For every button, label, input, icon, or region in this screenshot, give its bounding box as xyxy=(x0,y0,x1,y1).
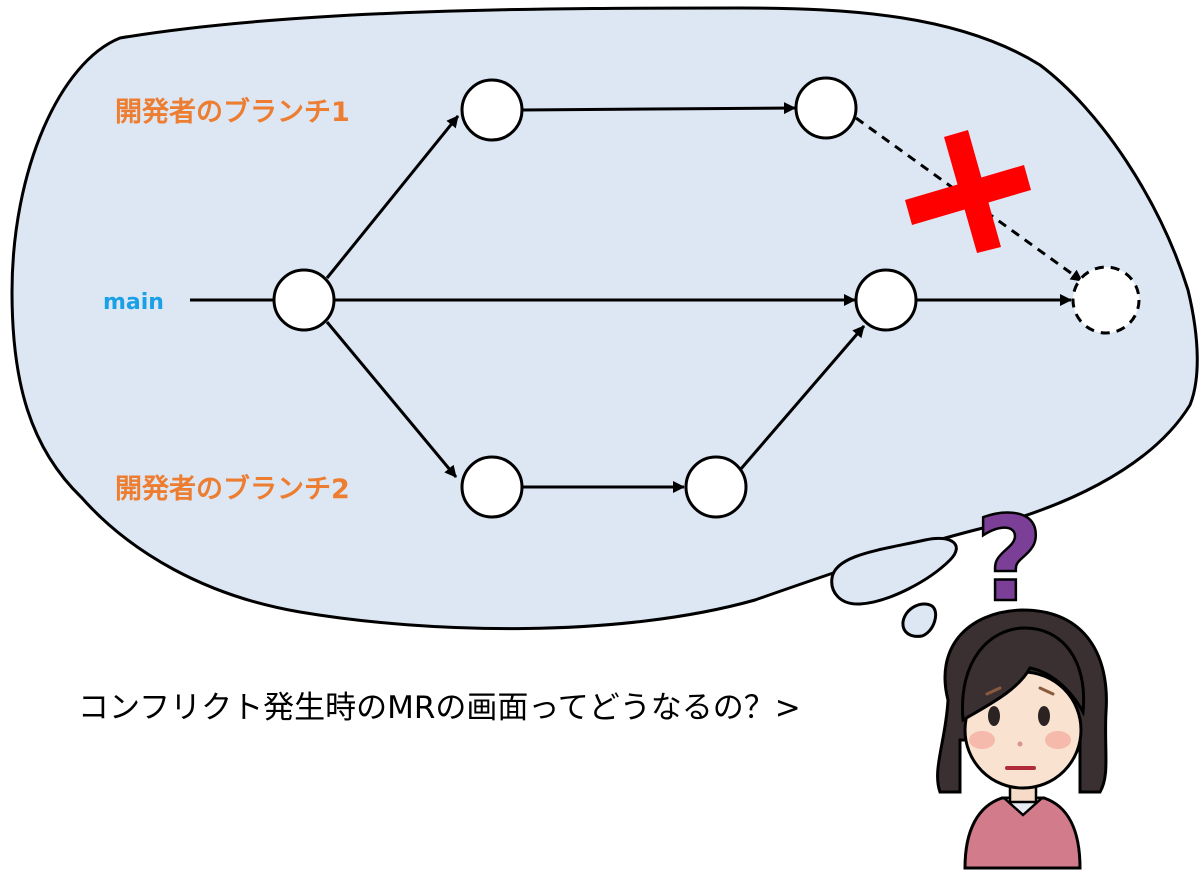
hair-bangs xyxy=(961,626,1086,723)
eyebrow-right xyxy=(1038,686,1055,696)
edge-main-to-dev2 xyxy=(325,321,458,478)
caption-text: コンフリクト発生時のMRの画面ってどうなるの？> xyxy=(78,690,801,726)
dev2-commit-node-2 xyxy=(684,455,748,519)
thought-bubble xyxy=(10,6,1199,631)
edge-main-to-dev1 xyxy=(325,115,460,279)
edge-dev1-to-target-dashed xyxy=(855,116,1083,283)
main-merge-node xyxy=(854,268,918,332)
confused-woman-illustration xyxy=(936,608,1108,870)
edge-dev2-to-main-merge xyxy=(738,325,866,471)
edge-dev1-commit1-to-commit2 xyxy=(521,102,796,115)
eye-right xyxy=(1038,706,1050,726)
eye-left xyxy=(988,706,1000,726)
branch-label-dev2: 開発者のブランチ2 xyxy=(115,473,350,505)
red-cross-icon xyxy=(905,130,1031,253)
dev2-commit-node-1 xyxy=(460,455,524,519)
thought-bubble-tiny xyxy=(901,602,938,638)
sweater xyxy=(963,796,1082,870)
thought-bubble-small xyxy=(830,536,958,606)
branch-label-dev1: 開発者のブランチ1 xyxy=(115,96,350,128)
eyebrow-left xyxy=(985,686,1002,696)
nose xyxy=(1017,741,1023,747)
question-mark-icon: ? xyxy=(975,490,1043,628)
cheek-left xyxy=(969,731,995,749)
merge-target-node xyxy=(1071,265,1141,335)
dev1-commit-node-1 xyxy=(460,78,524,142)
cheek-right xyxy=(1045,731,1071,749)
main-commit-node xyxy=(272,268,336,332)
branch-label-main: main xyxy=(103,290,164,315)
dev1-commit-node-2 xyxy=(794,76,858,140)
